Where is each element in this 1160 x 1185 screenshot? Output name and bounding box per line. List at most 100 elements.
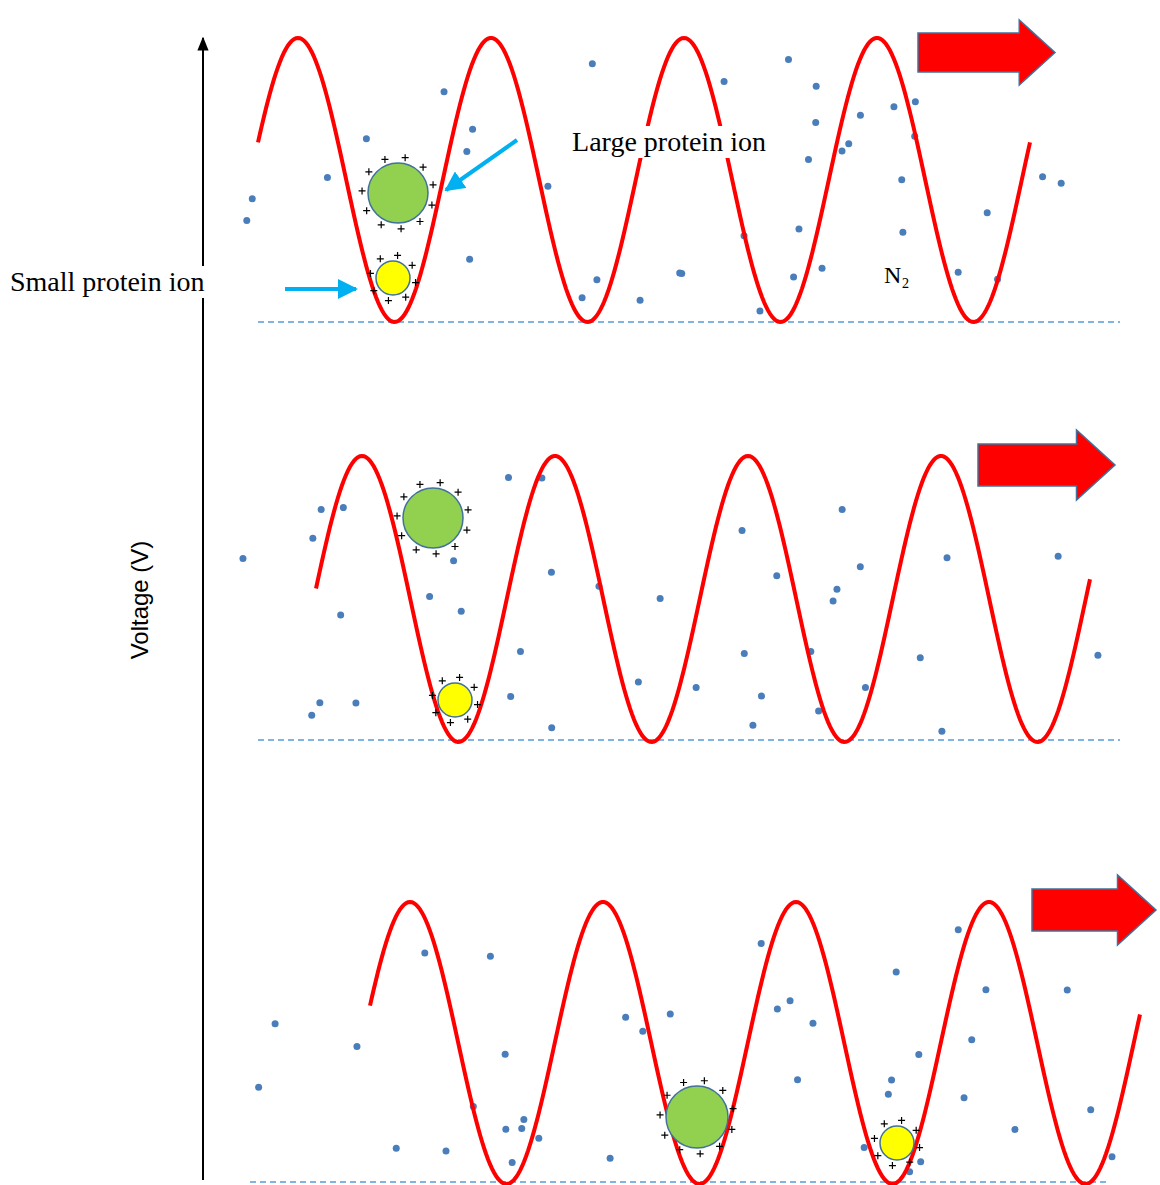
charge-mark xyxy=(437,479,444,486)
direction-arrow xyxy=(978,430,1115,500)
gas-molecule xyxy=(1109,1153,1116,1160)
gas-molecule xyxy=(466,256,473,263)
gas-molecule xyxy=(255,1084,262,1091)
voltage-wave xyxy=(316,456,1090,742)
gas-molecule xyxy=(917,654,924,661)
gas-molecule xyxy=(1094,652,1101,659)
small-ion xyxy=(438,683,472,717)
gas-molecule xyxy=(944,554,951,561)
gas-molecule xyxy=(749,722,756,729)
charge-mark xyxy=(916,1144,923,1151)
gas-molecule xyxy=(774,1006,781,1013)
gas-molecule xyxy=(239,555,246,562)
gas-molecule xyxy=(450,557,457,564)
charge-mark xyxy=(465,506,472,513)
gas-molecule xyxy=(693,684,700,691)
gas-molecule xyxy=(809,1020,816,1027)
charge-mark xyxy=(661,1132,668,1139)
charge-mark xyxy=(730,1105,737,1112)
gas-molecule xyxy=(890,103,897,110)
charge-mark xyxy=(429,692,436,699)
gas-molecule xyxy=(1039,173,1046,180)
small-ion xyxy=(376,261,410,295)
charge-mark xyxy=(377,255,384,262)
gas-molecule xyxy=(773,572,780,579)
gas-molecule xyxy=(787,997,794,1004)
charge-mark xyxy=(874,1152,881,1159)
gas-molecule xyxy=(352,700,359,707)
gas-molecule xyxy=(845,140,852,147)
large-ion xyxy=(666,1086,728,1148)
charge-mark xyxy=(906,1159,913,1166)
charge-mark xyxy=(680,1079,687,1086)
gas-molecule xyxy=(739,527,746,534)
charge-mark xyxy=(439,677,446,684)
gas-molecule xyxy=(544,183,551,190)
charge-mark xyxy=(881,1120,888,1127)
baseline xyxy=(258,739,1120,741)
ion-label: Small protein ion xyxy=(8,266,206,298)
gas-molecule xyxy=(441,88,448,95)
gas-molecule xyxy=(984,209,991,216)
gas-molecule xyxy=(589,60,596,67)
charge-mark xyxy=(413,546,420,553)
gas-molecule xyxy=(741,650,748,657)
charge-mark xyxy=(416,481,423,488)
charge-mark xyxy=(474,701,481,708)
gas-molecule xyxy=(337,612,344,619)
gas-molecule xyxy=(1055,553,1062,560)
gas-molecule xyxy=(308,712,315,719)
charge-mark xyxy=(402,154,409,161)
gas-molecule xyxy=(857,563,864,570)
gas-molecule xyxy=(469,126,476,133)
gas-molecule xyxy=(507,693,514,700)
charge-mark xyxy=(451,543,458,550)
voltage-wave xyxy=(370,902,1140,1184)
gas-molecule xyxy=(795,225,802,232)
gas-molecule xyxy=(249,195,256,202)
gas-molecule xyxy=(794,1076,801,1083)
charge-mark xyxy=(381,156,388,163)
gas-molecule xyxy=(899,229,906,236)
charge-mark xyxy=(416,218,423,225)
gas-molecule xyxy=(243,217,250,224)
charge-mark xyxy=(889,1162,896,1169)
gas-molecule xyxy=(819,265,826,272)
gas-molecule xyxy=(535,1135,542,1142)
gas-molecule xyxy=(353,1043,360,1050)
small-ion xyxy=(880,1126,914,1160)
gas-molecule xyxy=(607,1155,614,1162)
gas-molecule xyxy=(758,940,765,947)
gas-molecule xyxy=(678,270,685,277)
charge-mark xyxy=(398,532,405,539)
gas-molecule xyxy=(622,1014,629,1021)
baseline xyxy=(258,321,1120,323)
gas-molecule xyxy=(1087,1106,1094,1113)
gas-molecule xyxy=(756,307,763,314)
charge-mark xyxy=(420,164,427,171)
gas-molecule xyxy=(888,1077,895,1084)
voltage-wave xyxy=(258,38,1030,322)
gas-molecule xyxy=(862,684,869,691)
gas-molecule xyxy=(912,98,919,105)
charge-mark xyxy=(430,181,437,188)
gas-molecule xyxy=(721,78,728,85)
charge-mark xyxy=(676,1146,683,1153)
gas-molecule xyxy=(885,1091,892,1098)
gas-molecule xyxy=(667,1011,674,1018)
charge-mark xyxy=(394,252,401,259)
gas-molecule xyxy=(758,693,765,700)
charge-mark xyxy=(433,550,440,557)
gas-molecule xyxy=(790,274,797,281)
gas-molecule xyxy=(517,648,524,655)
charge-mark xyxy=(359,187,366,194)
gas-molecule xyxy=(938,728,945,735)
gas-molecule xyxy=(487,953,494,960)
leader-arrow xyxy=(285,287,356,291)
charge-mark xyxy=(716,1143,723,1150)
gas-molecule xyxy=(309,535,316,542)
gas-molecule xyxy=(324,174,331,181)
charge-mark xyxy=(398,225,405,232)
gas-molecule xyxy=(857,112,864,119)
